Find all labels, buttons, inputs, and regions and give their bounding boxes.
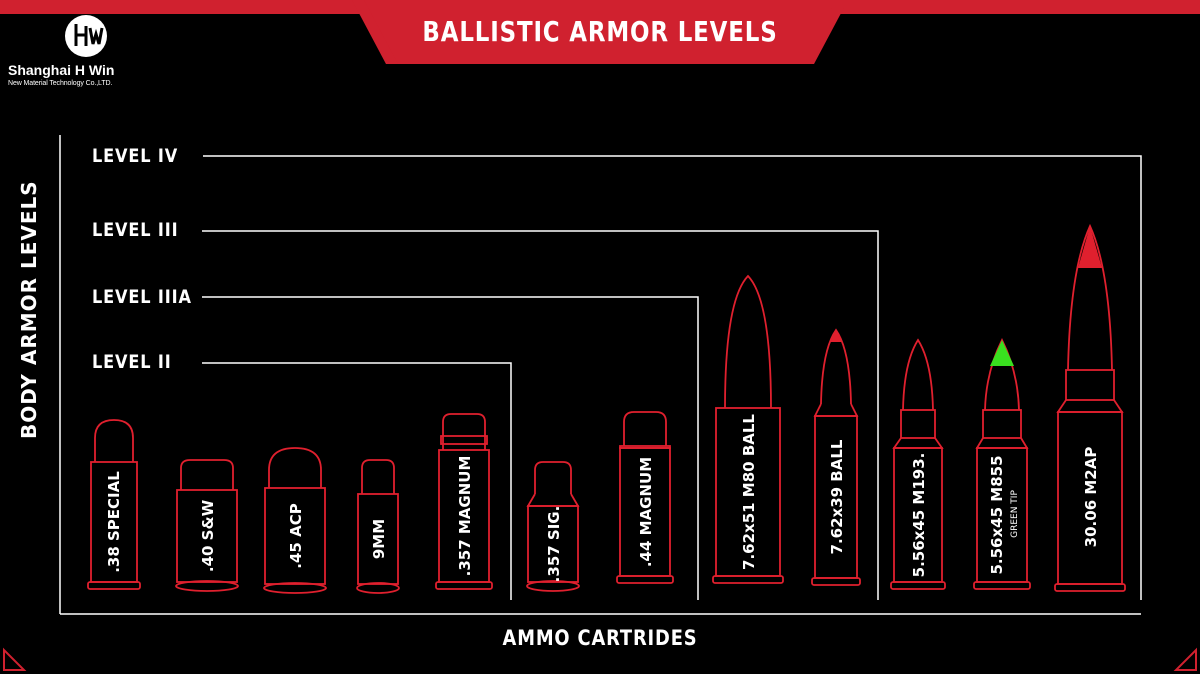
cartridge-357-magnum — [435, 413, 493, 590]
title-banner: BALLISTIC ARMOR LEVELS — [0, 0, 1200, 70]
cartridge-label: .44 MAGNUM — [637, 457, 655, 567]
company-logo: Shanghai H Win New Material Technology C… — [8, 14, 168, 94]
red-tip-m2ap — [1078, 226, 1102, 268]
level-iiia-bracket — [202, 296, 699, 600]
cartridge-label: .45 ACP — [287, 503, 305, 568]
x-axis-label: AMMO CARTRIDES — [502, 626, 698, 650]
level-iii-label: LEVEL III — [92, 219, 179, 241]
cartridge-44-magnum — [616, 411, 674, 584]
cartridge-label: 30.06 M2AP — [1082, 447, 1100, 548]
cartridge-label: 5.56x45 M855 — [988, 455, 1006, 574]
corner-accent-right — [1173, 647, 1197, 671]
green-tip-m855 — [990, 340, 1014, 366]
cartridge-label: 7.62x39 BALL — [828, 439, 846, 554]
level-iv-bracket — [203, 155, 1142, 600]
hw-logo-icon — [65, 15, 107, 57]
level-iv-label: LEVEL IV — [92, 145, 179, 167]
banner-shape — [0, 0, 1200, 64]
cartridge-357-sig — [526, 461, 580, 592]
red-tip-762x39 — [830, 330, 842, 342]
cartridge-762x51-m80-ball — [712, 274, 784, 584]
cartridge-sublabel: GREEN TIP — [1010, 490, 1020, 538]
cartridge-label: 5.56x45 M193. — [910, 453, 928, 578]
level-ii-label: LEVEL II — [92, 351, 172, 373]
cartridge-label: 7.62x51 M80 BALL — [740, 414, 758, 570]
cartridge-label: .40 S&W — [199, 499, 217, 572]
cartridge-label: .38 SPECIAL — [105, 471, 123, 573]
cartridge-556x45-m193 — [890, 338, 946, 590]
cartridge-40-sw — [175, 459, 239, 592]
cartridge-label: 9MM — [370, 519, 388, 559]
corner-accent-left — [3, 647, 27, 671]
level-iii-bracket — [202, 230, 879, 600]
level-iiia-label: LEVEL IIIA — [92, 286, 192, 308]
level-ii-bracket — [202, 362, 512, 600]
cartridge-45-acp — [263, 447, 327, 594]
cartridge-38-special — [87, 419, 141, 590]
page-title: BALLISTIC ARMOR LEVELS — [422, 15, 778, 48]
cartridge-label: .357 SIG. — [545, 506, 563, 583]
company-name: Shanghai H Win — [8, 62, 115, 78]
cartridge-9mm — [356, 459, 400, 594]
company-subtitle: New Material Technology Co.,LTD. — [8, 80, 113, 87]
cartridge-label: .357 MAGNUM — [456, 456, 474, 577]
cartridge-762x39-ball — [811, 328, 861, 586]
